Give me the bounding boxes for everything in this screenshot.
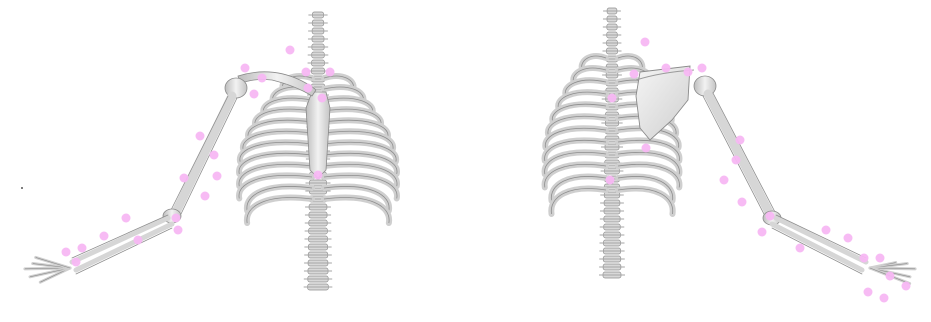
marker (684, 68, 693, 77)
marker (314, 171, 323, 180)
marker (196, 132, 205, 141)
marker (201, 192, 210, 201)
marker (698, 64, 707, 73)
marker (662, 64, 671, 73)
marker (642, 144, 651, 153)
marker (241, 64, 250, 73)
marker (876, 254, 885, 263)
humerus-posterior (694, 76, 781, 225)
marker (608, 94, 617, 103)
marker (286, 46, 295, 55)
marker (62, 248, 71, 257)
marker (606, 176, 615, 185)
marker (122, 214, 131, 223)
marker (78, 244, 87, 253)
marker (134, 236, 143, 245)
rib-edge (324, 198, 389, 223)
marker (732, 156, 741, 165)
marker (630, 70, 639, 79)
hand-anterior (25, 257, 70, 282)
stray-dot (21, 187, 23, 189)
motion-capture-markers (62, 38, 911, 303)
humerus-anterior (163, 78, 247, 223)
marker (720, 176, 729, 185)
marker (886, 272, 895, 281)
forearm-anterior (72, 215, 172, 274)
marker (213, 172, 222, 181)
marker (880, 294, 889, 303)
rib (618, 189, 673, 214)
marker (864, 288, 873, 297)
rib (247, 198, 312, 223)
marker (172, 214, 181, 223)
marker (796, 244, 805, 253)
marker (174, 226, 183, 235)
rib (551, 189, 606, 214)
marker (758, 228, 767, 237)
marker (302, 68, 311, 77)
marker (902, 282, 911, 291)
forearm-posterior (772, 215, 866, 274)
marker (736, 136, 745, 145)
marker (180, 174, 189, 183)
posterior-view (545, 8, 916, 284)
marker (258, 74, 267, 83)
rib-edge (247, 198, 312, 223)
marker (844, 234, 853, 243)
marker (72, 258, 81, 267)
sternum (306, 92, 330, 178)
marker (100, 232, 109, 241)
rib (324, 198, 389, 223)
marker (318, 94, 327, 103)
marker (304, 84, 313, 93)
marker (766, 212, 775, 221)
marker (326, 68, 335, 77)
marker (250, 90, 259, 99)
marker (210, 151, 219, 160)
marker (738, 198, 747, 207)
marker (641, 38, 650, 47)
marker (822, 226, 831, 235)
marker (860, 254, 869, 263)
